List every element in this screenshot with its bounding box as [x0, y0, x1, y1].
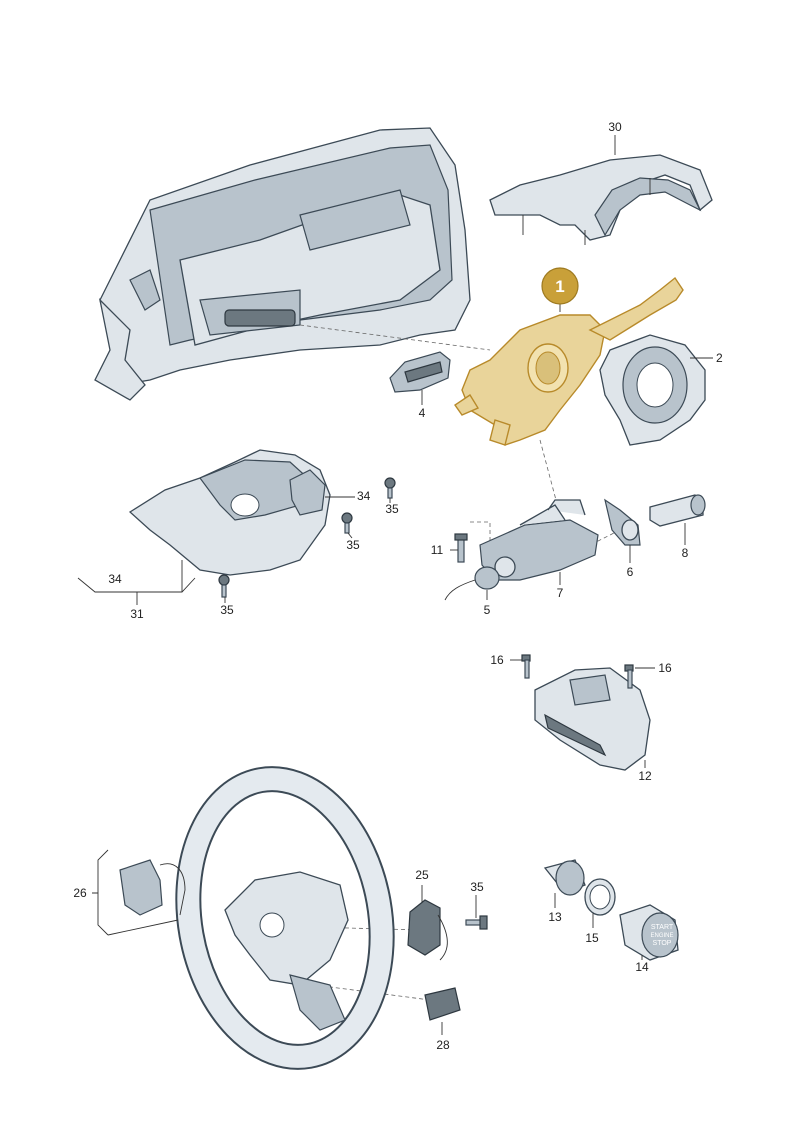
screw-35b	[341, 512, 353, 534]
control-unit-4	[389, 351, 451, 393]
callout-5: 5	[484, 603, 491, 617]
screw-35c	[218, 574, 230, 598]
callout-25: 25	[415, 868, 429, 882]
steering-wheel	[175, 766, 395, 1070]
callout-4: 4	[419, 406, 426, 420]
callout-35d: 35	[470, 880, 484, 894]
callout-8: 8	[682, 546, 689, 560]
button-text-line2: ENGINE	[650, 933, 673, 939]
multifunction-buttons-right	[407, 899, 448, 961]
start-stop-button: START ENGINE STOP	[619, 904, 679, 961]
callout-35a: 35	[385, 502, 399, 516]
button-text-line1: START	[651, 924, 674, 931]
callout-16b: 16	[658, 661, 672, 675]
leader-lines	[224, 135, 713, 1035]
screw-16a	[521, 654, 531, 679]
callout-6: 6	[627, 565, 634, 579]
lower-column-cover	[128, 449, 331, 576]
upper-column-cover	[489, 154, 713, 245]
guide-line	[299, 324, 491, 351]
callout-11: 11	[431, 543, 444, 557]
lock-housing	[479, 499, 599, 581]
callout-12: 12	[638, 769, 652, 783]
steering-column-switch	[454, 276, 684, 446]
ring-15	[584, 878, 616, 916]
control-module	[534, 667, 651, 771]
clock-spring	[599, 334, 706, 446]
callout-35b: 35	[346, 538, 360, 552]
ignition-switch	[444, 566, 500, 601]
callout-34b: 34	[108, 572, 122, 586]
callout-35c: 35	[220, 603, 234, 617]
callout-15: 15	[585, 931, 599, 945]
screw-35a	[384, 477, 396, 499]
callout-30: 30	[608, 120, 622, 134]
callout-26: 26	[73, 886, 87, 900]
callout-13: 13	[548, 910, 562, 924]
callout-1: 1	[555, 277, 564, 296]
callout-31: 31	[130, 607, 144, 621]
bracket-31	[77, 577, 196, 605]
multifunction-buttons-left	[92, 849, 186, 936]
shear-bolt	[454, 533, 468, 563]
dashboard-part	[94, 127, 471, 401]
guide-line	[539, 439, 557, 501]
ring-13	[543, 859, 586, 896]
callout-labels: 30 2 4 34 35 35 34 31 35 11 5 7 6 8 16 1…	[73, 120, 723, 1052]
screw-16b	[624, 664, 634, 689]
callout-16a: 16	[490, 653, 504, 667]
highlight-badge: 1	[541, 267, 579, 305]
callout-14: 14	[635, 960, 649, 974]
button-module-28	[424, 987, 461, 1021]
button-text-line3: STOP	[653, 940, 672, 947]
lock-cylinder	[649, 494, 706, 527]
callout-28: 28	[436, 1038, 450, 1052]
callout-2: 2	[716, 351, 723, 365]
callout-34a: 34	[357, 489, 371, 503]
screw-35d	[465, 915, 488, 930]
trim-ring	[604, 498, 641, 546]
callout-7: 7	[557, 586, 564, 600]
bracket-26	[92, 849, 179, 936]
